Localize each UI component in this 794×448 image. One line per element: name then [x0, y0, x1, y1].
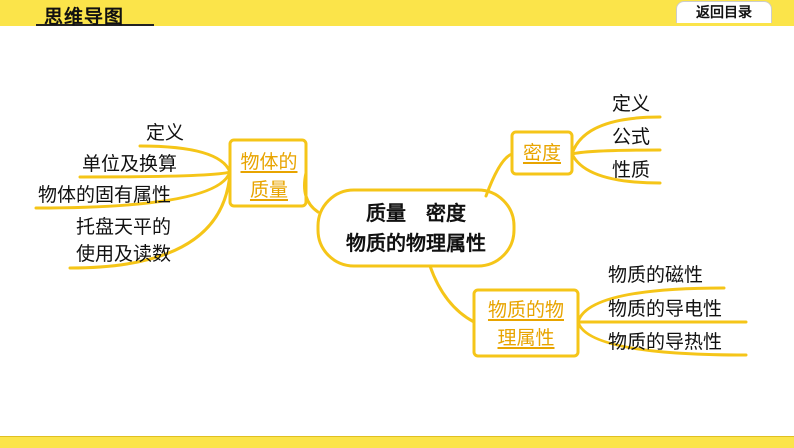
link-br-leaf1: [576, 286, 726, 324]
tr-leaf-definition: 定义: [612, 93, 651, 115]
link-left-leaf2: [78, 170, 232, 179]
left-leaf-balance-line-1: 托盘天平的: [76, 216, 172, 238]
link-tr-leaf3: [570, 152, 662, 185]
return-to-contents-button[interactable]: 返回目录: [676, 1, 772, 23]
top-right-node: 密度: [522, 142, 561, 164]
link-left-leaf1: [138, 144, 232, 174]
link-center-top-right: [484, 152, 514, 198]
br-leaf-conductivity: 物质的导电性: [608, 298, 723, 320]
bottom-right-node-line-2: 理属性: [497, 327, 555, 349]
footer-bar: [0, 436, 794, 448]
bottom-right-node: 物质的物 理属性: [474, 296, 578, 352]
left-node-line-2: 质量: [249, 179, 288, 201]
br-leaf-magnetism: 物质的磁性: [608, 264, 704, 286]
link-br-leaf3: [576, 320, 748, 357]
left-node: 物体的 质量: [233, 148, 305, 204]
center-line-1: 质量 密度: [366, 201, 466, 225]
left-leaf-definition: 定义: [146, 122, 185, 144]
bottom-right-node-line-1: 物质的物: [487, 299, 564, 321]
left-leaf-balance-line-2: 使用及读数: [76, 243, 172, 265]
link-left-leaf3: [34, 170, 232, 210]
center-node: 质量 密度 物质的物理属性: [318, 198, 514, 258]
link-left-leaf4: [68, 170, 232, 270]
title-tab: [36, 0, 154, 26]
link-tr-leaf1: [570, 115, 662, 156]
link-tr-leaf2: [570, 148, 662, 156]
left-leaf-units: 单位及换算: [82, 153, 178, 175]
center-node-box: [316, 188, 516, 268]
page-title: 思维导图: [44, 6, 125, 28]
tr-leaf-formula: 公式: [612, 126, 651, 148]
left-leaf-balance: 托盘天平的 使用及读数: [76, 214, 171, 268]
tr-leaf-properties: 性质: [612, 159, 651, 181]
br-leaf-thermal: 物质的导热性: [608, 331, 723, 353]
link-center-bottom-right: [428, 264, 476, 324]
link-center-left: [303, 171, 320, 214]
left-node-line-1: 物体的: [240, 151, 298, 173]
center-line-2: 物质的物理属性: [346, 231, 486, 255]
left-leaf-intrinsic-property: 物体的固有属性: [38, 184, 172, 206]
